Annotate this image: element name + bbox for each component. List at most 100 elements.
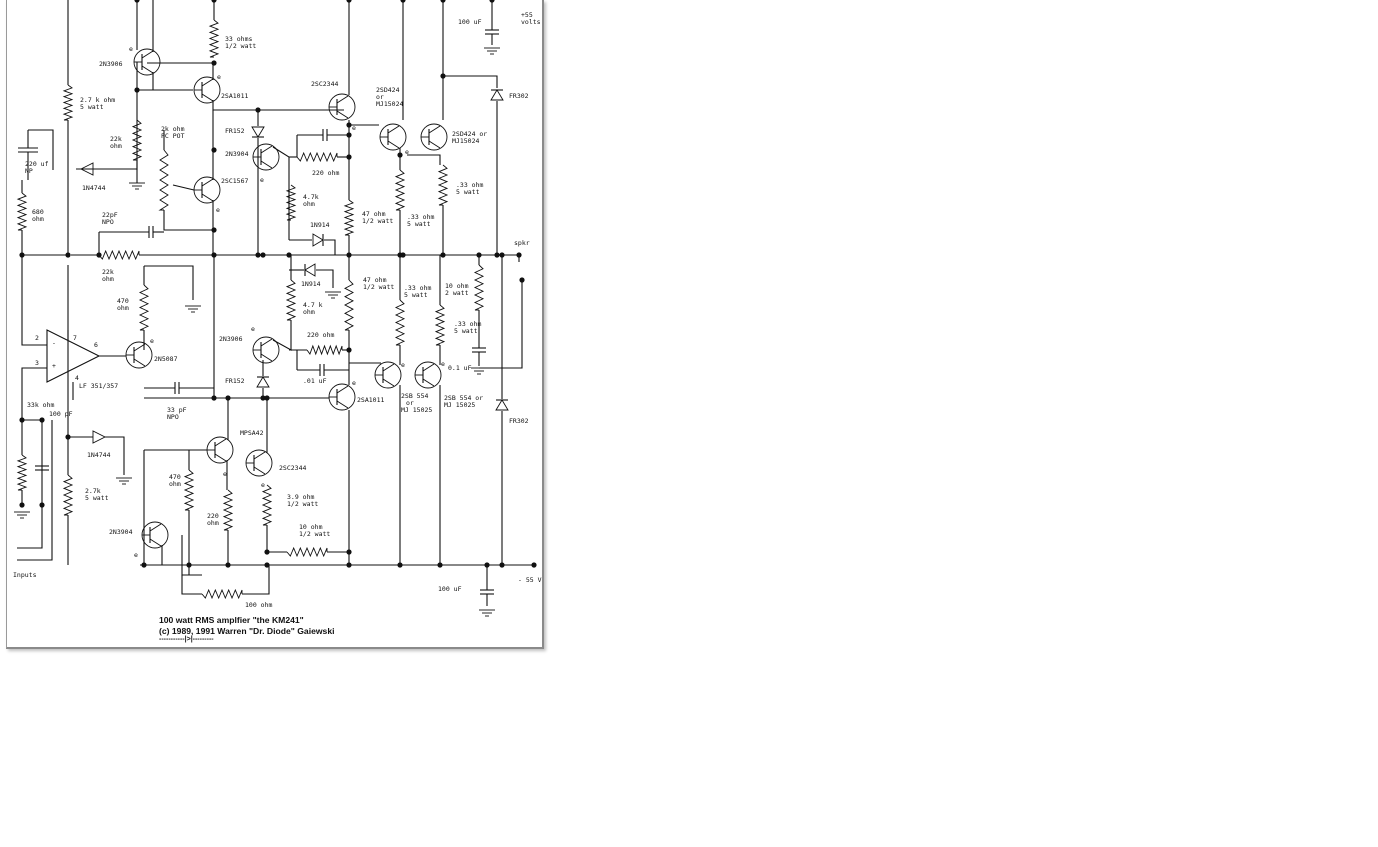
label-c-220uf: 220 uf	[25, 160, 49, 168]
resistor-symbol	[437, 164, 449, 206]
label-v-pos: +55	[521, 11, 533, 19]
transistor-lead	[201, 78, 214, 87]
junction-dot	[39, 502, 45, 508]
resistor-symbol	[343, 199, 355, 236]
diode-symbol	[312, 233, 324, 247]
wire-59	[479, 280, 523, 369]
label-q-2sd424-a-or: or	[376, 93, 384, 101]
label-r-47-bot: 47 ohm	[363, 276, 387, 284]
wire-25	[163, 210, 214, 231]
label-r-22k-a: 22k	[110, 135, 122, 143]
label-r-220-c-u: ohm	[207, 519, 219, 527]
resistor-symbol	[286, 546, 328, 558]
diode-symbol	[304, 263, 316, 277]
label-d-1n914-bot: 1N914	[301, 280, 321, 288]
label-c-100pf: 100 pF	[49, 410, 73, 418]
label-c-33pf-npo: NPO	[167, 413, 179, 421]
resistor-symbol	[261, 484, 273, 526]
wire-119	[181, 535, 202, 576]
transistor-lead	[260, 338, 273, 347]
label-pin6: 6	[94, 341, 98, 349]
junction-dot	[134, 0, 140, 3]
opamp-label: LF 351/357	[79, 382, 118, 390]
label-r-033-c-w: 5 watt	[404, 291, 428, 299]
label-r-2k7-top: 2.7 k ohm	[80, 96, 115, 104]
label-r-680-u: ohm	[32, 215, 44, 223]
resistor-symbol	[158, 149, 169, 211]
label-q-2sb554-b-alt: MJ 15025	[444, 401, 475, 409]
label-r-033-a-w: 5 watt	[456, 188, 480, 196]
label-c-001uf: .01 uF	[303, 377, 327, 385]
transistor-lead	[336, 385, 349, 394]
wire-47	[324, 239, 336, 255]
label-c-100uf-bot: 100 uF	[438, 585, 462, 593]
label-q-2sc1567: 2SC1567	[221, 177, 248, 185]
junction-dot	[440, 73, 446, 79]
label-q-2sa1011-top: 2SA1011	[221, 92, 248, 100]
transistor-lead	[336, 95, 349, 104]
transistor-lead	[336, 400, 349, 409]
transistor-lead	[214, 438, 227, 447]
junction-dot	[484, 562, 490, 568]
transistor-lead	[428, 125, 441, 134]
junction-dot	[211, 0, 217, 3]
transistor-lead	[387, 125, 400, 134]
junction-dot	[499, 562, 505, 568]
resistor-symbol	[434, 304, 446, 346]
junction-dot	[286, 252, 292, 258]
label-q-2sb554-a: 2SB 554	[401, 392, 428, 400]
transistor-lead	[149, 538, 162, 547]
label-r-22k-b: 22k	[102, 268, 114, 276]
junction-dot	[346, 347, 352, 353]
label-r-4k7-top: 4.7k	[303, 193, 319, 201]
label-r-2k7-top-w: 5 watt	[80, 103, 104, 111]
label-r-10-2w-w: 2 watt	[445, 289, 469, 297]
junction-dot	[211, 252, 217, 258]
speaker-label: spkr	[514, 239, 530, 247]
transistor-lead	[133, 358, 146, 367]
label-r-470-b-u: ohm	[169, 480, 181, 488]
label-d-fr302-bot: FR302	[509, 417, 529, 425]
resistor-symbol	[16, 192, 28, 231]
transistor-lead	[253, 451, 266, 460]
junction-dot	[255, 252, 261, 258]
junction-dot	[134, 87, 140, 93]
junction-dot	[264, 549, 270, 555]
label-r-10-half: 10 ohm	[299, 523, 323, 531]
label-r-33k: 33k ohm	[27, 401, 54, 409]
label-d-fr302-top: FR302	[509, 92, 529, 100]
label-r-220-bot: 220 ohm	[307, 331, 334, 339]
label-r-3-9-w: 1/2 watt	[287, 500, 318, 508]
label-pot-2k: 2k ohm	[161, 125, 185, 133]
label-q-2sc2344-bot: 2SC2344	[279, 464, 306, 472]
junction-dot	[264, 562, 270, 568]
junction-dot	[397, 562, 403, 568]
junction-dot	[400, 0, 406, 3]
transistor-lead	[141, 50, 154, 59]
junction-dot	[400, 252, 406, 258]
resistor-symbol	[285, 184, 297, 221]
emitter-mark: e	[401, 361, 405, 369]
junction-dot	[65, 434, 71, 440]
label-r-47-bot-w: 1/2 watt	[363, 283, 394, 291]
label-q-mpsa42: MPSA42	[240, 429, 264, 437]
label-r-033-a: .33 ohm	[456, 181, 483, 189]
resistor-symbol	[62, 84, 74, 121]
resistor-symbol	[131, 119, 143, 161]
label-z-1n4744-top: 1N4744	[82, 184, 106, 192]
label-r-220-top: 220 ohm	[312, 169, 339, 177]
label-v-neg: - 55 V	[518, 576, 542, 584]
junction-dot	[346, 132, 352, 138]
transistor-lead	[201, 193, 214, 202]
label-v-pos-unit: volts	[521, 18, 541, 26]
junction-dot	[346, 122, 352, 128]
label-d-fr152-top: FR152	[225, 127, 245, 135]
junction-dot	[440, 0, 446, 3]
resistor-symbol	[344, 279, 354, 331]
transistor-lead	[382, 378, 395, 387]
emitter-mark: e	[261, 481, 265, 489]
label-r-033-b-w: 5 watt	[407, 220, 431, 228]
resistor-symbol	[201, 588, 243, 600]
resistor-symbol	[138, 284, 150, 331]
